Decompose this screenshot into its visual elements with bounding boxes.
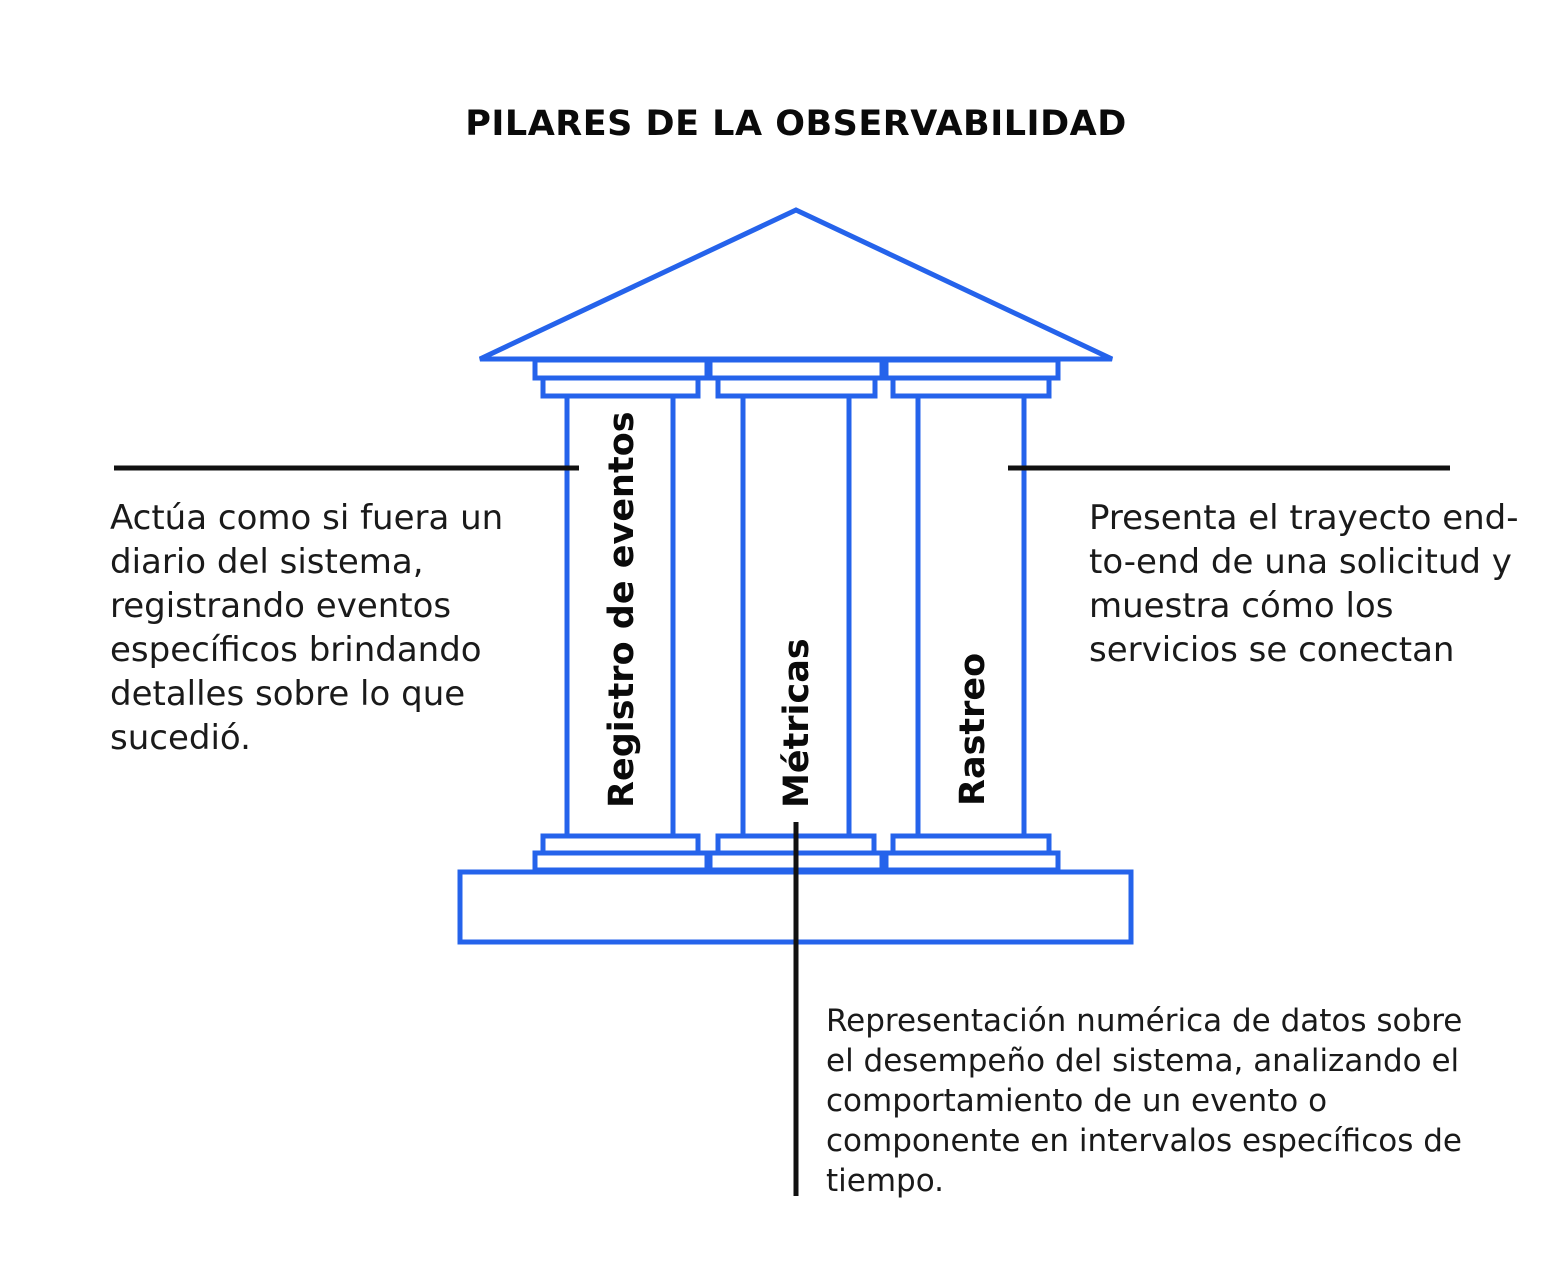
pillar-label-registro: Registro de eventos (602, 411, 642, 808)
description-rastreo: Presenta el trayecto end-to-end de una s… (1089, 498, 1519, 670)
capital-bottom-registro (540, 375, 701, 399)
pillar-label-rastreo: Rastreo (953, 653, 993, 806)
base-top-rastreo (890, 833, 1052, 856)
capital-top-metricas (707, 357, 885, 381)
capital-bottom-rastreo (890, 375, 1052, 399)
base-bottom-registro (532, 850, 710, 873)
capital-top-registro (532, 357, 710, 381)
temple-roof (478, 207, 1114, 362)
connector-lines (114, 465, 1450, 1196)
base-top-registro (540, 833, 701, 856)
capital-bottom-metricas (715, 375, 878, 399)
diagram-title: PILARES DE LA OBSERVABILIDAD (465, 104, 1127, 144)
capital-top-rastreo (883, 357, 1061, 381)
base-bottom-rastreo (883, 850, 1061, 873)
pillar-label-metricas: Métricas (777, 638, 817, 808)
description-metricas: Representación numérica de datos sobre e… (826, 1003, 1463, 1199)
temple-structure (457, 207, 1134, 945)
description-registro: Actúa como si fuera un diario del sistem… (110, 498, 504, 758)
